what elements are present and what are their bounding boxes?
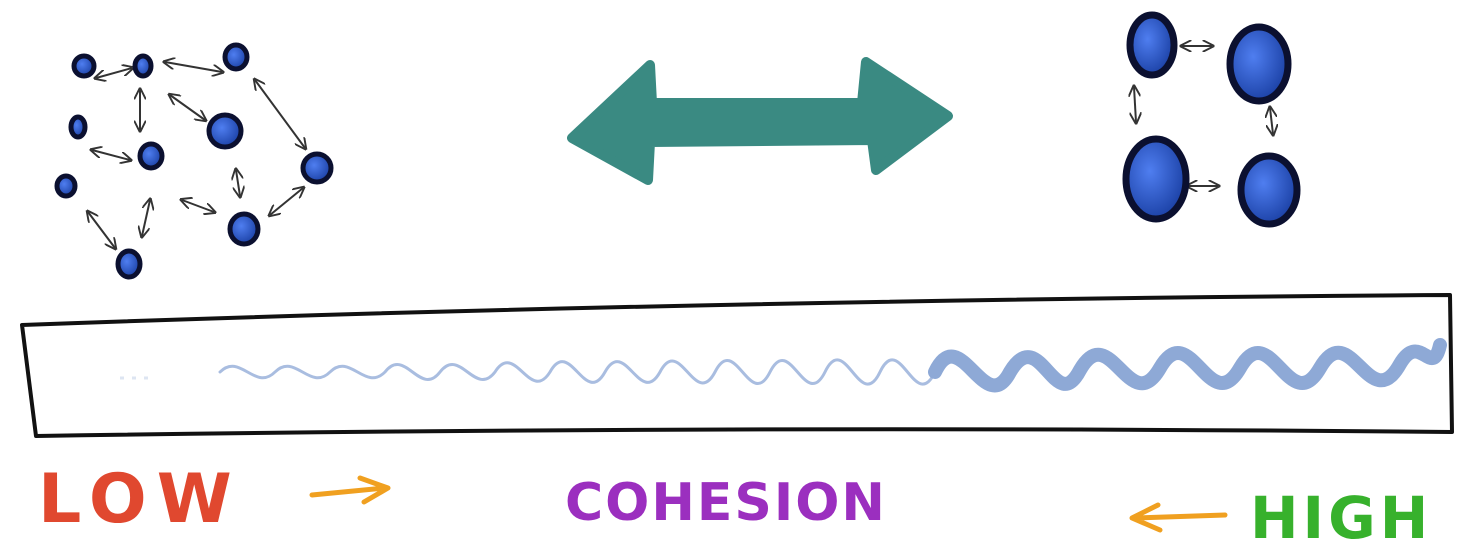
low-cohesion-cluster [54,42,334,280]
left-pointer-arrow-icon [1129,502,1228,533]
node-icon [1122,135,1190,223]
node-icon [132,53,154,79]
cluster-nodes [54,42,334,280]
right-pointer-arrow-icon [309,475,391,505]
node-icon [206,112,244,150]
cohesion-bar [20,293,1454,438]
double-arrow-icon [567,57,953,185]
low-label: LOW [38,460,242,539]
cluster-arrows [1134,46,1273,186]
node-icon [54,173,78,199]
high-cohesion-cluster [1122,11,1301,228]
cohesion-label: COHESION [565,473,887,533]
node-icon [137,141,165,171]
cluster-nodes [1122,11,1301,228]
node-icon [1226,23,1292,105]
node-icon [115,248,143,280]
cluster-arrows [88,62,305,248]
wave-high-segment [928,338,1447,393]
wave-low-segment [218,358,937,386]
node-icon [1237,152,1301,228]
node-icon [227,211,261,247]
node-icon [1126,11,1178,79]
node-icon [300,151,334,185]
high-label: HIGH [1250,484,1432,552]
node-icon [71,53,97,79]
node-icon [222,42,250,72]
node-icon [68,114,88,140]
